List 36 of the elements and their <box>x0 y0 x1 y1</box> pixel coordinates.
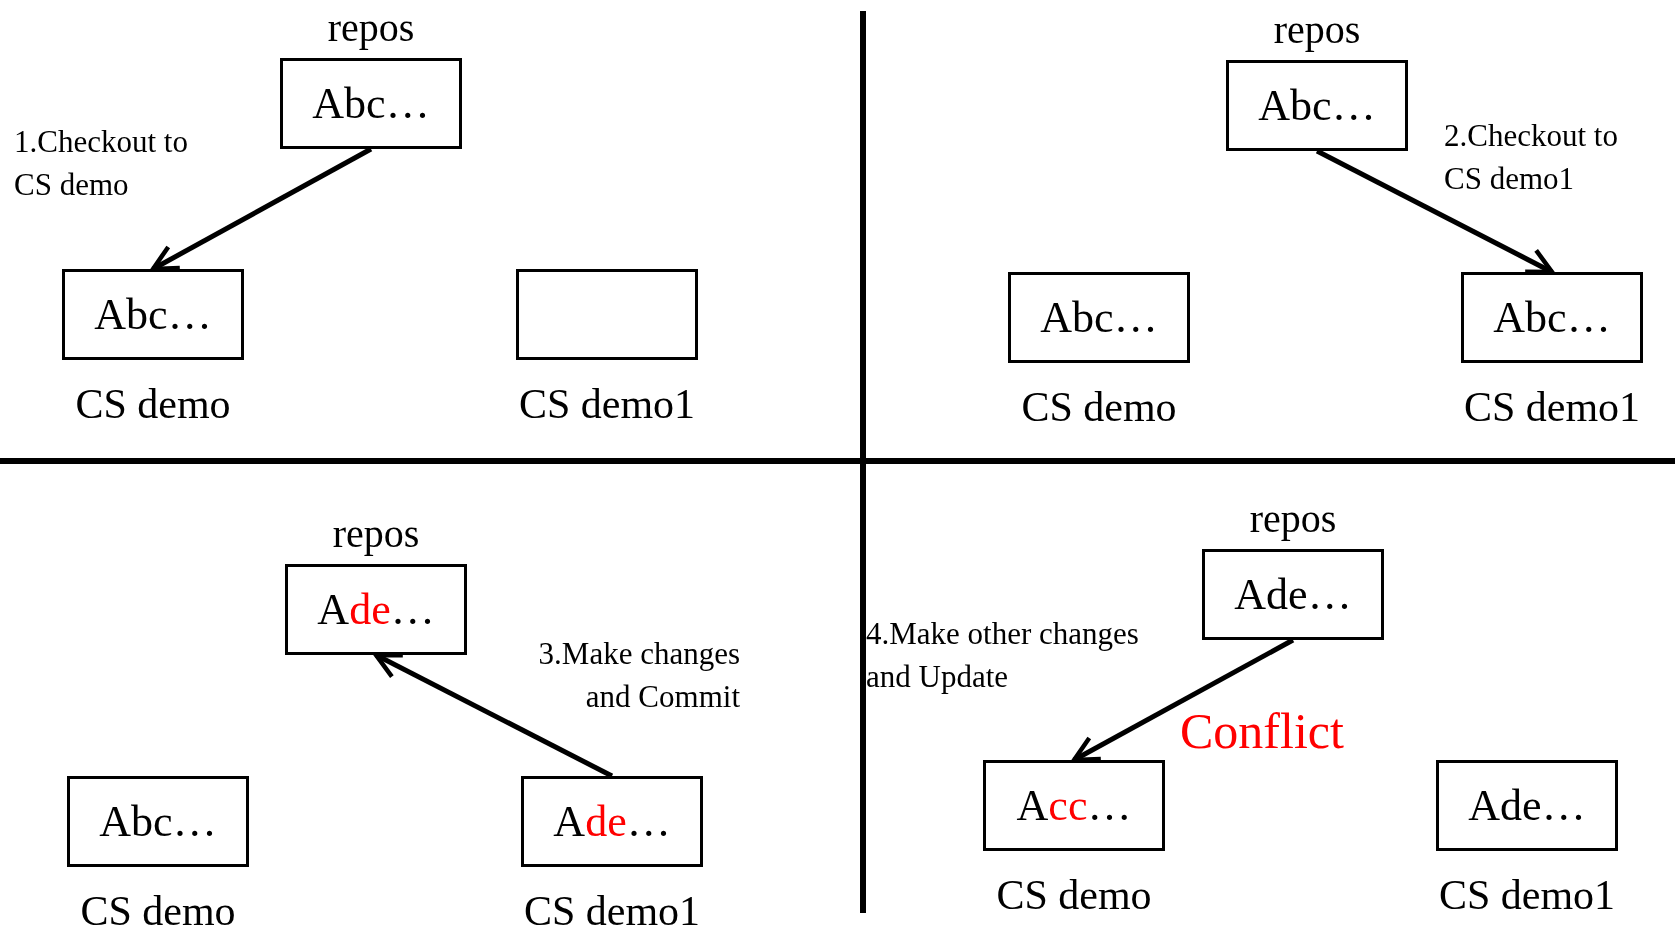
text-box <box>1461 272 1643 363</box>
conflict-note: Conflict <box>1180 702 1344 760</box>
copy-caption: CS demo1 <box>518 380 696 428</box>
text-box <box>1436 760 1618 851</box>
box-text: Abc… <box>99 796 217 847</box>
copy-caption: CS demo <box>80 887 236 935</box>
text-box <box>521 776 703 867</box>
box-text: Abc… <box>1258 80 1376 131</box>
text-box <box>1202 549 1384 640</box>
text-box <box>1226 60 1408 151</box>
text-box <box>1008 272 1190 363</box>
repository-caption: repos <box>327 4 415 51</box>
text-box <box>67 776 249 867</box>
text-box <box>280 58 462 149</box>
copy-caption: CS demo <box>996 871 1152 919</box>
copy-caption: CS demo <box>75 380 231 428</box>
empty-box <box>516 269 698 360</box>
box-text: Abc… <box>312 78 430 129</box>
repository-caption: repos <box>1273 6 1361 53</box>
repository-caption: repos <box>1249 495 1337 542</box>
box-text: Ade… <box>553 796 671 847</box>
text-box <box>983 760 1165 851</box>
copy-caption: CS demo1 <box>1438 871 1616 919</box>
copy-caption: CS demo1 <box>523 887 701 935</box>
box-text: Ade… <box>1468 780 1586 831</box>
box-text: Acc… <box>1016 780 1132 831</box>
text-box <box>62 269 244 360</box>
box-text: Abc… <box>94 289 212 340</box>
text-box <box>285 564 467 655</box>
box-text: Abc… <box>1493 292 1611 343</box>
repository-caption: repos <box>332 510 420 557</box>
box-text: Ade… <box>317 584 435 635</box>
box-text: Ade… <box>1234 569 1352 620</box>
box-text: Abc… <box>1040 292 1158 343</box>
copy-caption: CS demo <box>1021 383 1177 431</box>
copy-caption: CS demo1 <box>1463 383 1641 431</box>
